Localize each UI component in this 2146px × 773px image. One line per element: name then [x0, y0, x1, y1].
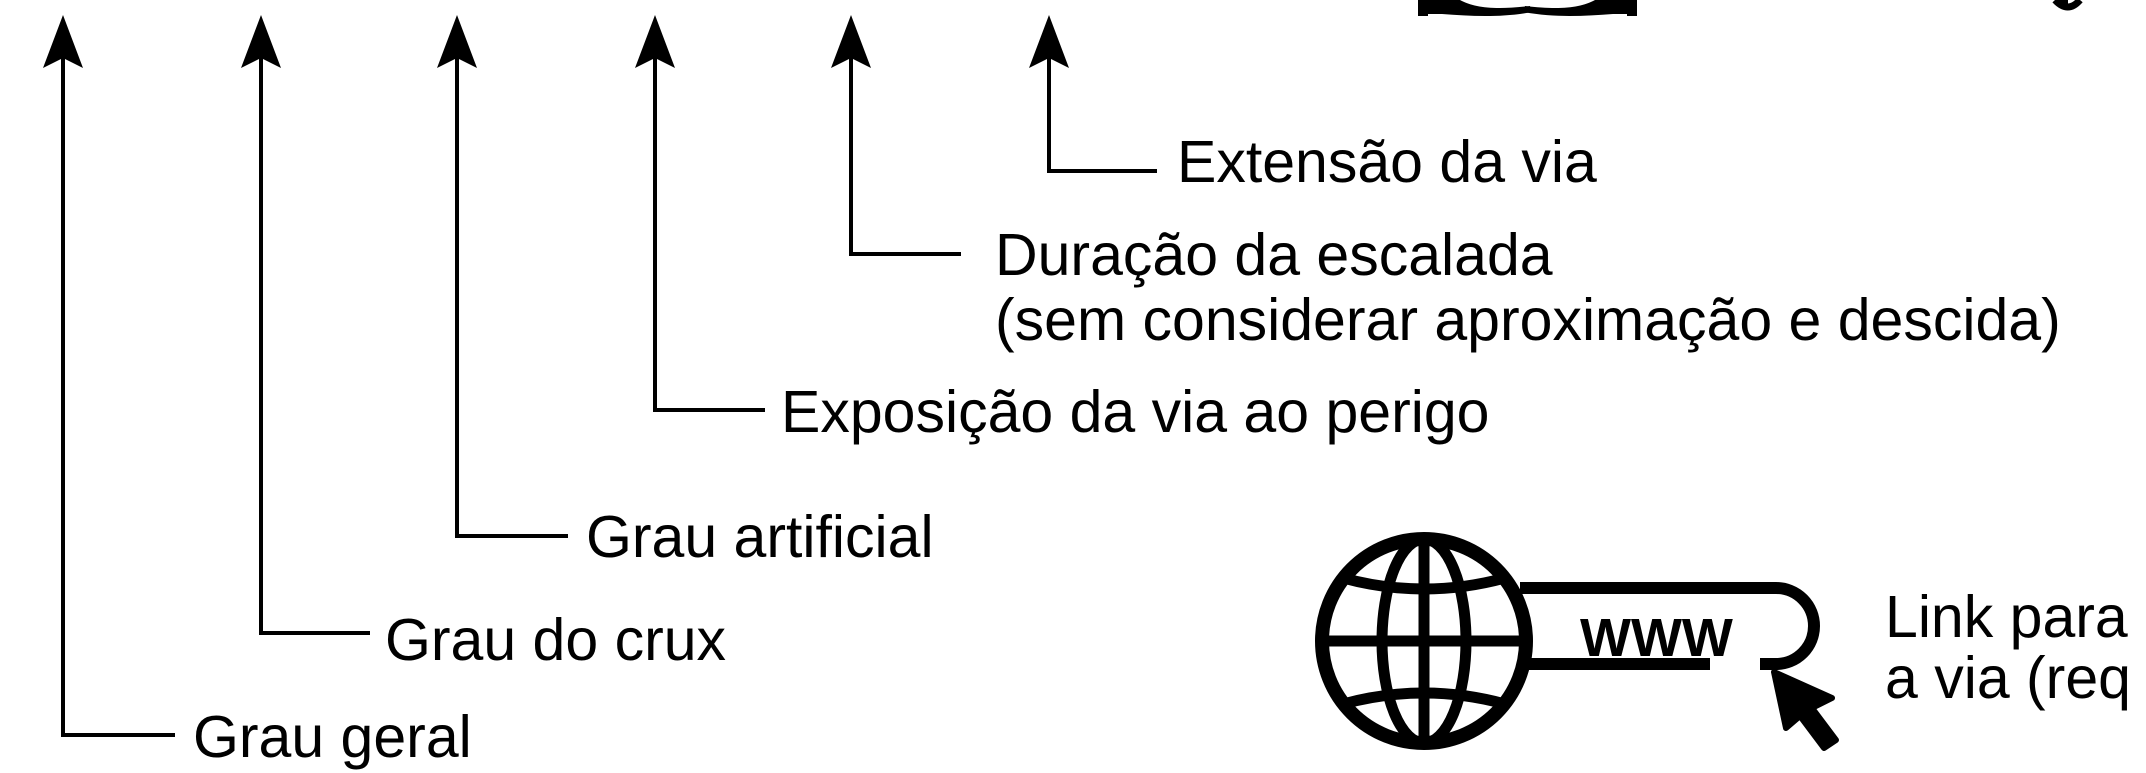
connector-exposicao	[653, 50, 765, 412]
label-grau-geral: Grau geral	[193, 704, 472, 770]
label-duracao-line1: Duração da escalada	[995, 222, 1553, 288]
cursor-arrow-icon	[1771, 669, 1839, 751]
arrowhead-grau-crux	[241, 15, 281, 68]
connector-extensao	[1047, 50, 1157, 173]
arrowhead-duracao	[831, 15, 871, 68]
label-grau-crux: Grau do crux	[385, 607, 726, 673]
arrowhead-exposicao	[635, 15, 675, 68]
label-link-line1: Link para	[1885, 584, 2128, 650]
www-label: WWW	[1580, 608, 1733, 668]
label-link-line2: a via (req	[1885, 645, 2131, 711]
connector-grau-crux	[259, 50, 370, 635]
connector-grau-geral	[61, 50, 175, 737]
connector-grau-artificial	[455, 50, 568, 538]
label-grau-artificial: Grau artificial	[586, 504, 934, 570]
label-extensao: Extensão da via	[1177, 129, 1597, 195]
arrowhead-extensao	[1029, 15, 1069, 68]
arrowhead-grau-geral	[43, 15, 83, 68]
partial-glyph-curve	[2052, 0, 2083, 11]
arrowhead-grau-artificial	[437, 15, 477, 68]
connector-duracao	[849, 50, 961, 256]
book-icon	[1418, 0, 1637, 16]
globe-www-icon: WWW	[1315, 532, 1839, 751]
label-duracao-line2: (sem considerar aproximação e descida)	[995, 287, 2061, 353]
label-exposicao: Exposição da via ao perigo	[781, 379, 1489, 445]
